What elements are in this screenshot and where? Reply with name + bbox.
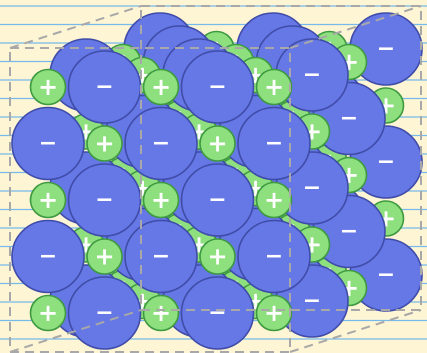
minus-sign: − bbox=[152, 244, 170, 269]
minus-sign: − bbox=[377, 37, 395, 62]
plus-sign: + bbox=[207, 130, 227, 158]
cation: + bbox=[144, 70, 179, 105]
anion: − bbox=[238, 108, 310, 180]
minus-sign: − bbox=[303, 176, 321, 201]
minus-sign: − bbox=[95, 301, 113, 326]
minus-sign: − bbox=[95, 188, 113, 213]
plus-sign: + bbox=[151, 299, 171, 327]
minus-sign: − bbox=[377, 263, 395, 288]
cation: + bbox=[31, 70, 66, 105]
minus-sign: − bbox=[377, 150, 395, 175]
cation: + bbox=[257, 183, 292, 218]
minus-sign: − bbox=[303, 63, 321, 88]
cation: + bbox=[87, 126, 122, 161]
minus-sign: − bbox=[340, 219, 358, 244]
plus-sign: + bbox=[264, 299, 284, 327]
anion: − bbox=[69, 164, 141, 236]
minus-sign: − bbox=[39, 131, 57, 156]
plus-sign: + bbox=[38, 299, 58, 327]
minus-sign: − bbox=[265, 244, 283, 269]
cation: + bbox=[144, 183, 179, 218]
cation: + bbox=[31, 183, 66, 218]
minus-sign: − bbox=[340, 106, 358, 131]
anion: − bbox=[182, 277, 254, 349]
plus-sign: + bbox=[151, 73, 171, 101]
minus-sign: − bbox=[208, 188, 226, 213]
plus-sign: + bbox=[207, 243, 227, 271]
plus-sign: + bbox=[38, 73, 58, 101]
anion: − bbox=[125, 221, 197, 293]
minus-sign: − bbox=[152, 131, 170, 156]
cation: + bbox=[257, 70, 292, 105]
plus-sign: + bbox=[94, 243, 114, 271]
minus-sign: − bbox=[39, 244, 57, 269]
plus-sign: + bbox=[151, 186, 171, 214]
ion-layers: ++++++++++++−−−−−−−−−−−−−+++++++++++++−−… bbox=[12, 13, 422, 349]
minus-sign: − bbox=[208, 301, 226, 326]
anion: − bbox=[125, 108, 197, 180]
minus-sign: − bbox=[208, 75, 226, 100]
cation: + bbox=[257, 296, 292, 331]
cation: + bbox=[200, 239, 235, 274]
cation: + bbox=[87, 239, 122, 274]
plus-sign: + bbox=[264, 73, 284, 101]
plus-sign: + bbox=[94, 130, 114, 158]
cation: + bbox=[144, 296, 179, 331]
anion: − bbox=[182, 51, 254, 123]
plus-sign: + bbox=[264, 186, 284, 214]
minus-sign: − bbox=[265, 131, 283, 156]
cation: + bbox=[200, 126, 235, 161]
anion: − bbox=[182, 164, 254, 236]
minus-sign: − bbox=[95, 75, 113, 100]
plus-sign: + bbox=[38, 186, 58, 214]
anion: − bbox=[12, 221, 84, 293]
anion: − bbox=[238, 221, 310, 293]
anion: − bbox=[69, 51, 141, 123]
cation: + bbox=[31, 296, 66, 331]
anion: − bbox=[12, 108, 84, 180]
